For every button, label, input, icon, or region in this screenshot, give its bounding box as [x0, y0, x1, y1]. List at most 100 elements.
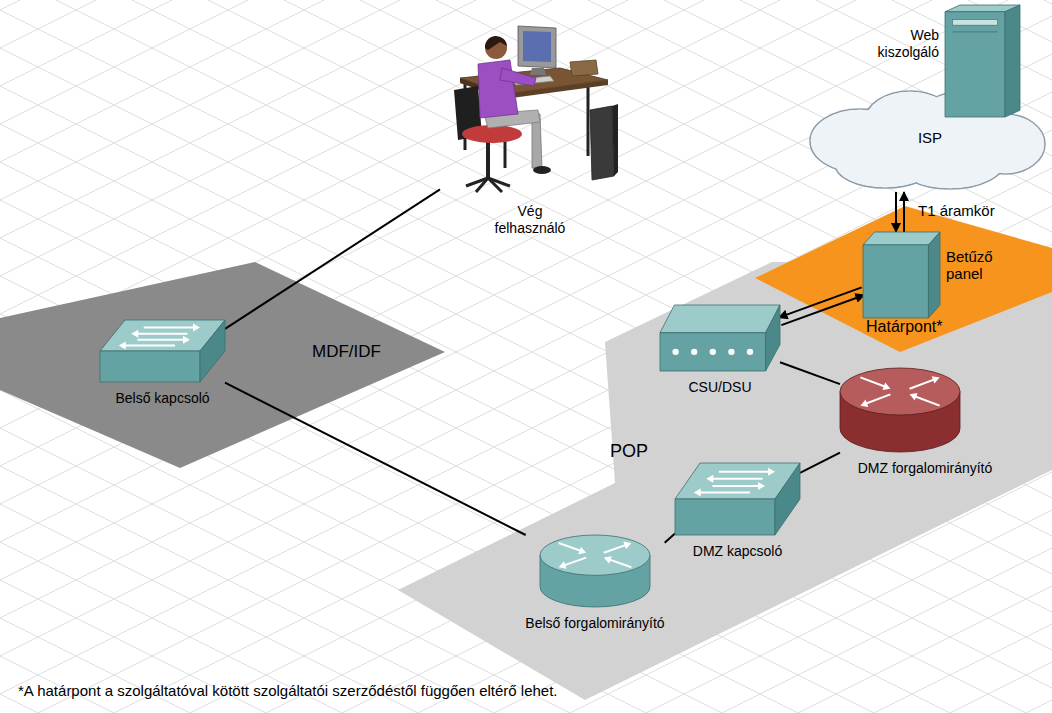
- mdf-idf-area: MDF/IDFBelső kapcsoló: [0, 262, 445, 468]
- icon-arrow-line: [719, 471, 771, 473]
- device-label: DMZ forgalomirányító: [858, 460, 993, 477]
- icon-group: [660, 305, 780, 371]
- grid-line: [0, 700, 1052, 713]
- person-shoe: [533, 166, 551, 174]
- router-top: [840, 368, 960, 415]
- chair-post: [486, 140, 490, 178]
- device-label: Web kiszolgáló: [849, 27, 939, 61]
- grid-line: [0, 0, 1052, 156]
- grid-line: [0, 0, 1052, 200]
- device-label: DMZ kapcsoló: [693, 543, 782, 560]
- icon-arrow-head: [860, 399, 868, 406]
- region-fill: [0, 262, 445, 468]
- connector-line: [225, 383, 526, 535]
- grid-line: [0, 0, 1052, 498]
- icon-arrow-head: [578, 547, 586, 555]
- icon-arrow-line: [123, 344, 175, 346]
- server-seam: [953, 31, 998, 32]
- icon-arrow-head: [694, 489, 701, 497]
- panel-front: [863, 245, 928, 318]
- switch-front: [675, 499, 775, 535]
- grid-line: [0, 0, 1052, 162]
- device-icon: [863, 232, 940, 318]
- csu-light: [672, 349, 678, 355]
- csu-side: [766, 305, 780, 371]
- desk-leg: [587, 86, 590, 156]
- caption-holder: *A határpont a szolgáltatóval kötött szo…: [18, 682, 558, 699]
- grid-line: [0, 0, 1052, 10]
- csu-top: [660, 305, 780, 333]
- device-icon: [540, 535, 650, 607]
- device-icon: [840, 368, 960, 452]
- person-torso: [478, 60, 518, 118]
- device-icon: [660, 305, 780, 371]
- icon-arrow-head: [768, 468, 775, 476]
- icon-arrow-head: [910, 393, 918, 400]
- caption: *A határpont a szolgáltatóval kötött szo…: [18, 682, 558, 699]
- icon-arrow-line: [698, 492, 750, 494]
- demarcation-area: Határpont*Betűző panel: [755, 206, 1052, 352]
- grid-line: [0, 0, 1052, 80]
- grid-line: [0, 0, 1052, 460]
- icon-group: [863, 232, 940, 318]
- grid-line: [0, 0, 1052, 466]
- monitor-stand: [530, 68, 546, 75]
- icon-arrow-head: [183, 336, 190, 344]
- grid-line: [0, 0, 1052, 390]
- icon-arrow-line: [604, 544, 628, 552]
- csu-dsu: CSU/DSU: [660, 305, 780, 396]
- icon-arrow-head: [882, 382, 890, 389]
- icon-arrow-line: [135, 333, 187, 335]
- icon-arrow-head: [559, 561, 567, 569]
- device-icon: [675, 463, 800, 535]
- icon-group: [540, 535, 650, 607]
- grid-line: [0, 0, 1052, 504]
- person-hair: [485, 36, 507, 50]
- grid-line: [0, 206, 1052, 713]
- device-icon: [945, 5, 1020, 117]
- csu-light: [747, 349, 753, 355]
- grid-line: [0, 0, 1052, 384]
- switch-icon: Belső kapcsoló: [100, 320, 225, 407]
- icon-arrow-line: [860, 377, 886, 387]
- region-label: POP: [610, 443, 648, 460]
- device-label: ISP: [918, 129, 942, 146]
- icon-arrow-line: [138, 339, 187, 341]
- icon-group: [840, 368, 960, 452]
- grid-line: [0, 168, 1052, 694]
- device-label: Vég felhasználó: [485, 203, 575, 237]
- server-side: [1005, 5, 1020, 117]
- switch-side: [200, 320, 225, 382]
- patch-panel: Betűző panel: [863, 232, 1006, 318]
- panel-side: [928, 232, 940, 318]
- panel-top: [863, 232, 940, 245]
- grid-line: [0, 244, 1052, 713]
- cloud-fill: [836, 141, 934, 187]
- icon-arrow-head: [758, 482, 765, 490]
- csu-light: [728, 349, 734, 355]
- router-icon: Belső forgalomirányító: [525, 535, 664, 632]
- device-label: CSU/DSU: [688, 379, 751, 396]
- server-bay: [953, 20, 998, 26]
- edge-label: T1 áramkör: [918, 202, 995, 219]
- icon-group: [810, 91, 1045, 189]
- csu-light: [691, 349, 697, 355]
- pc-tower: [590, 106, 614, 180]
- monitor-screen: [523, 31, 551, 62]
- pc-side: [612, 104, 618, 176]
- grid-line: [0, 662, 1052, 713]
- icon-arrow-line: [710, 478, 762, 480]
- icon-group: [675, 463, 800, 535]
- icon-arrow-head: [131, 330, 138, 338]
- device-icon: [100, 320, 225, 382]
- icon-arrow-line: [713, 485, 762, 487]
- region-fill: [398, 262, 1052, 700]
- pop-area: POP CSU/DSU DMZ forgalomirányítóDMZ kapcso…: [398, 262, 1052, 700]
- chair-base: [488, 178, 502, 192]
- edge-label-holder: T1 áramkör: [918, 202, 995, 219]
- icon-arrow-line: [864, 394, 890, 404]
- icon-group: [454, 26, 618, 192]
- icon-arrow-line: [559, 543, 583, 551]
- connector-line: [895, 192, 897, 232]
